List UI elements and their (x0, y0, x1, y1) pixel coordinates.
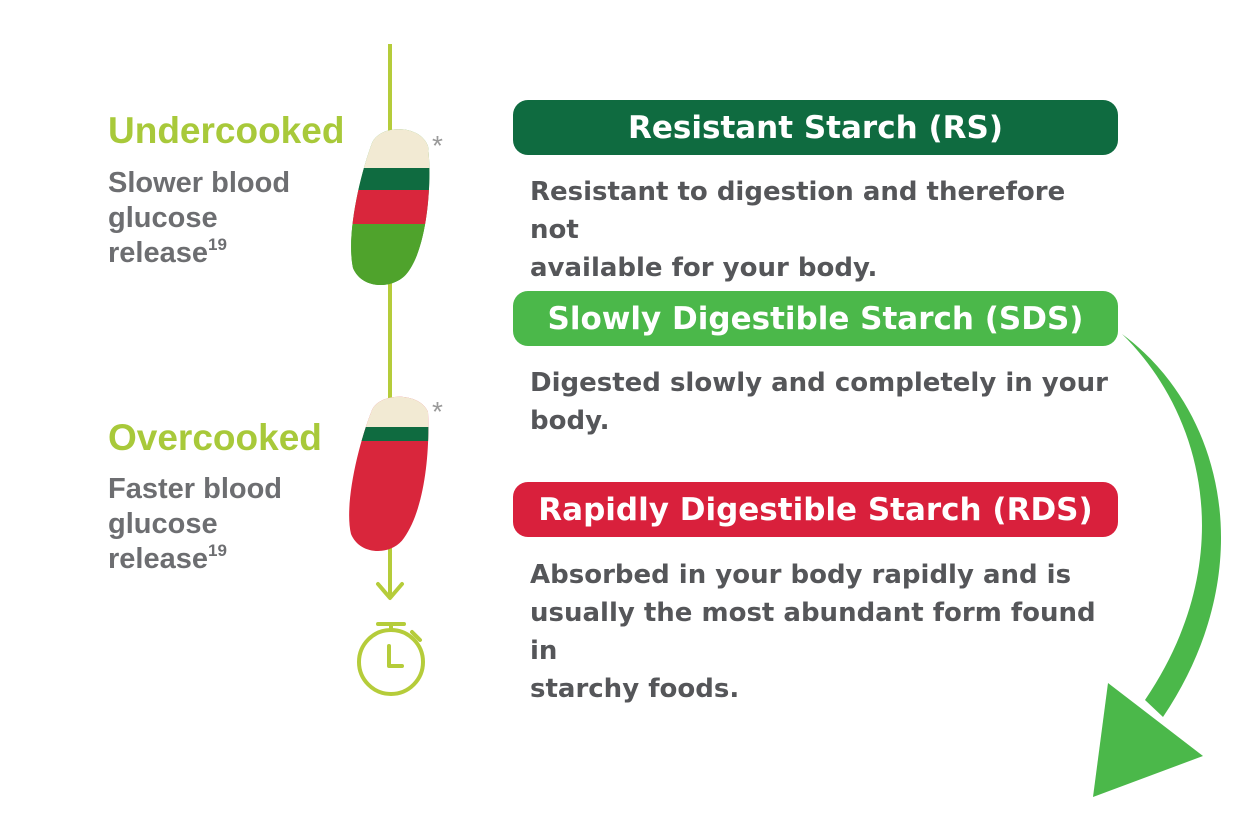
undercooked-desc-line2: glucose (108, 202, 218, 234)
resistant-starch-pill: Resistant Starch (RS) (513, 100, 1118, 155)
undercooked-release-text: release (108, 237, 208, 269)
overcooked-desc-line3: release19 (108, 542, 282, 577)
undercooked-title: Undercooked (108, 110, 345, 151)
overcooked-release-text: release (108, 543, 208, 575)
undercooked-desc-line3: release19 (108, 236, 290, 271)
undercooked-pasta-image (351, 129, 430, 286)
rds-desc-line1: Absorbed in your body rapidly and is (530, 560, 1072, 590)
asterisk-overcooked: * (432, 396, 443, 427)
overcooked-reference: 19 (208, 541, 227, 560)
rds-desc-line3: starchy foods. (530, 674, 740, 704)
rapidly-digestible-starch-pill: Rapidly Digestible Starch (RDS) (513, 482, 1118, 537)
overcooked-desc-line1: Faster blood (108, 473, 283, 505)
overcooked-description: Faster blood glucose release19 (108, 472, 282, 577)
overcooked-title: Overcooked (108, 417, 322, 458)
sds-desc-line2: body. (530, 406, 610, 436)
timeline-arrowhead-icon (376, 582, 404, 600)
asterisk-undercooked: * (432, 130, 443, 161)
slowly-digestible-starch-pill: Slowly Digestible Starch (SDS) (513, 291, 1118, 346)
undercooked-description: Slower blood glucose release19 (108, 166, 290, 271)
stopwatch-icon (357, 622, 425, 696)
sds-desc-line1: Digested slowly and completely in your (530, 368, 1108, 398)
slowly-digestible-starch-description: Digested slowly and completely in your b… (530, 364, 1120, 440)
undercooked-desc-line1: Slower blood (108, 167, 291, 199)
rs-desc-line2: available for your body. (530, 253, 878, 283)
rds-desc-line2: usually the most abundant form found in (530, 598, 1096, 666)
overcooked-desc-line2: glucose (108, 508, 218, 540)
rs-desc-line1: Resistant to digestion and therefore not (530, 177, 1066, 245)
overcooked-pasta-image (349, 396, 429, 552)
undercooked-reference: 19 (208, 235, 227, 254)
rapidly-digestible-starch-description: Absorbed in your body rapidly and is usu… (530, 556, 1120, 708)
resistant-starch-description: Resistant to digestion and therefore not… (530, 173, 1120, 287)
curved-arrow-down-icon (1093, 334, 1222, 797)
